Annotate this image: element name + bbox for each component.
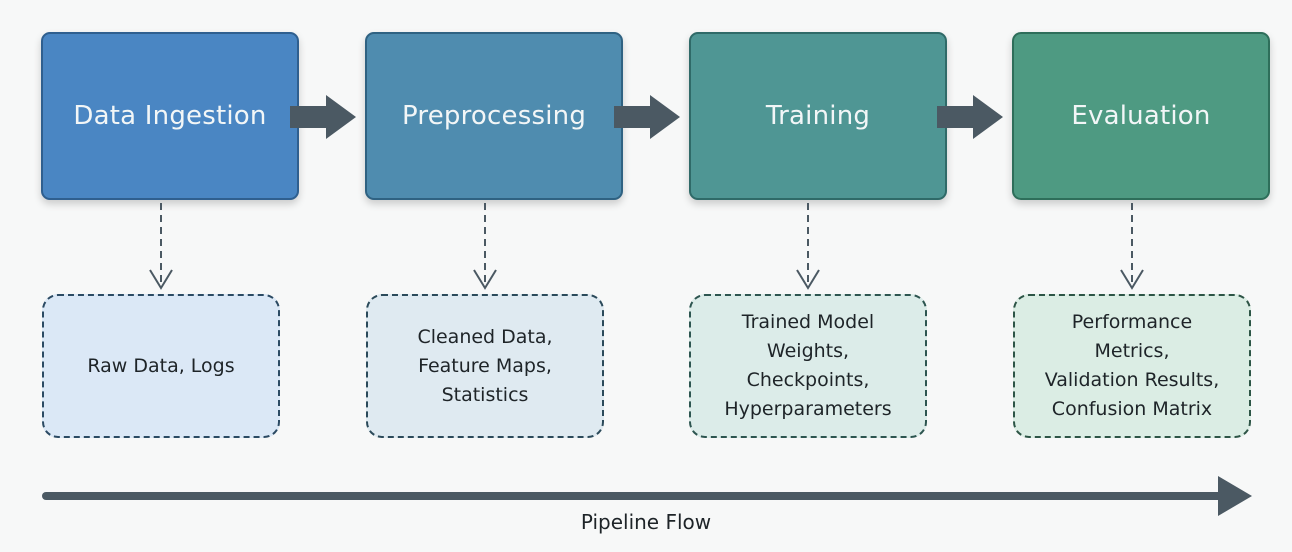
flow-caption: Pipeline Flow (580, 510, 712, 534)
artifact-data-ingestion: Raw Data, Logs (42, 294, 280, 438)
open-arrowhead-icon (473, 269, 497, 290)
stage-label: Evaluation (1071, 101, 1211, 131)
artifact-preprocessing: Cleaned Data, Feature Maps, Statistics (366, 294, 604, 438)
artifact-label: Cleaned Data, Feature Maps, Statistics (417, 325, 553, 406)
arrow-ingestion-to-preprocessing (290, 95, 356, 139)
flow-bar (42, 492, 1222, 500)
arrow-preprocessing-to-training (614, 95, 680, 139)
flow-arrowhead-icon (1218, 476, 1252, 516)
stage-training: Training (689, 32, 947, 200)
stage-evaluation: Evaluation (1012, 32, 1270, 200)
stage-label: Preprocessing (401, 101, 587, 131)
stage-label: Training (765, 101, 871, 131)
pipeline-flow-arrow (42, 476, 1252, 516)
open-arrowhead-icon (796, 269, 820, 290)
artifact-evaluation: Performance Metrics, Validation Results,… (1013, 294, 1251, 438)
artifact-label: Performance Metrics, Validation Results,… (1044, 311, 1220, 420)
stage-arrows (290, 95, 1003, 139)
arrow-training-to-evaluation (937, 95, 1003, 139)
open-arrowhead-icon (1120, 269, 1144, 290)
stage-data-ingestion: Data Ingestion (41, 32, 299, 200)
artifact-label: Trained Model Weights, Checkpoints, Hype… (724, 311, 892, 420)
open-arrowhead-icon (149, 269, 173, 290)
artifact-training: Trained Model Weights, Checkpoints, Hype… (689, 294, 927, 438)
stage-label: Data Ingestion (73, 101, 267, 131)
output-connectors (149, 203, 1144, 290)
artifact-label: Raw Data, Logs (87, 354, 235, 377)
stage-preprocessing: Preprocessing (365, 32, 623, 200)
